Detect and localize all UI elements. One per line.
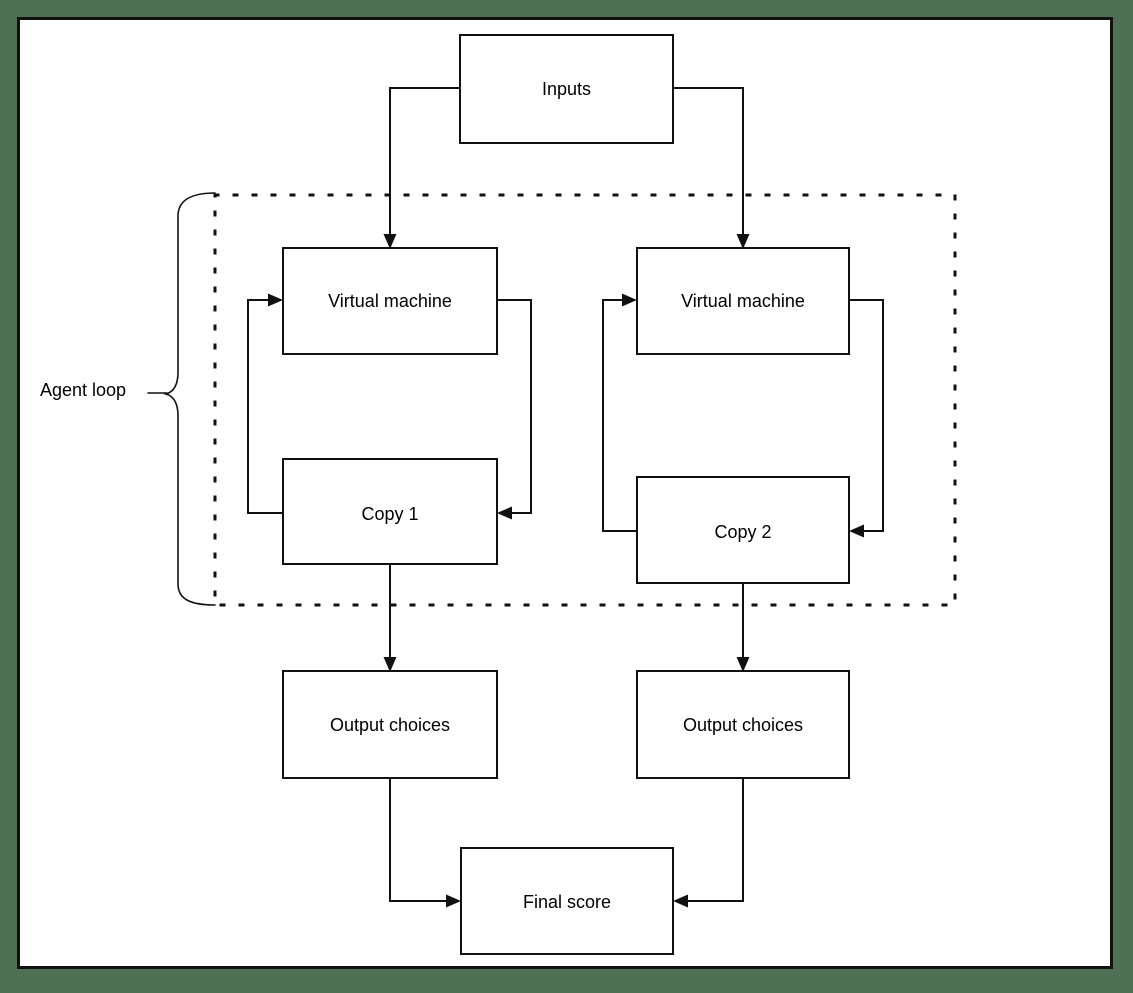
edge-output-left-to-final-score [389, 778, 450, 902]
edge-copy-1-to-vm-left [247, 299, 283, 514]
edge-vm-left-to-copy-1 [497, 299, 532, 514]
node-inputs[interactable]: Inputs [459, 34, 674, 144]
agent-loop-boundary [213, 193, 957, 607]
node-output-choices-right-label: Output choices [683, 715, 803, 735]
arrow-inputs-to-vm-right [736, 234, 750, 249]
node-output-choices-right[interactable]: Output choices [636, 670, 850, 779]
node-final-score-box [460, 847, 674, 955]
node-copy-1[interactable]: Copy 1 [282, 458, 498, 565]
node-copy-2-label: Copy 2 [714, 522, 771, 542]
node-output-choices-left-label: Output choices [330, 715, 450, 735]
arrow-copy-2-to-vm-right [622, 293, 637, 307]
edge-copy-2-to-vm-right [602, 299, 637, 532]
node-virtual-machine-left-label: Virtual machine [328, 291, 452, 311]
node-virtual-machine-right[interactable]: Virtual machine [636, 247, 850, 355]
node-inputs-label: Inputs [542, 79, 591, 99]
node-virtual-machine-right-box [636, 247, 850, 355]
node-copy-1-box [282, 458, 498, 565]
arrow-inputs-to-vm-left [383, 234, 397, 249]
node-final-score[interactable]: Final score [460, 847, 674, 955]
agent-loop-label: Agent loop [40, 380, 126, 400]
node-output-choices-left-box [282, 670, 498, 779]
arrow-copy-2-to-output-right [736, 657, 750, 672]
node-copy-2[interactable]: Copy 2 [636, 476, 850, 584]
edge-output-right-to-final-score [684, 778, 744, 902]
node-virtual-machine-left-box [282, 247, 498, 355]
arrow-output-left-to-final-score [446, 894, 461, 908]
arrow-copy-1-to-vm-left [268, 293, 283, 307]
agent-loop-brace [163, 192, 216, 606]
node-output-choices-left[interactable]: Output choices [282, 670, 498, 779]
node-final-score-label: Final score [523, 892, 611, 912]
edge-inputs-to-vm-left [389, 87, 460, 238]
node-inputs-box [459, 34, 674, 144]
node-copy-1-label: Copy 1 [361, 504, 418, 524]
node-output-choices-right-box [636, 670, 850, 779]
arrow-vm-right-to-copy-2 [849, 524, 864, 538]
arrow-vm-left-to-copy-1 [497, 506, 512, 520]
arrow-copy-1-to-output-left [383, 657, 397, 672]
edge-vm-right-to-copy-2 [849, 299, 884, 532]
node-copy-2-box [636, 476, 850, 584]
arrow-output-right-to-final-score [673, 894, 688, 908]
edge-inputs-to-vm-right [673, 87, 744, 238]
diagram-frame [17, 17, 1113, 969]
node-virtual-machine-right-label: Virtual machine [681, 291, 805, 311]
node-virtual-machine-left[interactable]: Virtual machine [282, 247, 498, 355]
